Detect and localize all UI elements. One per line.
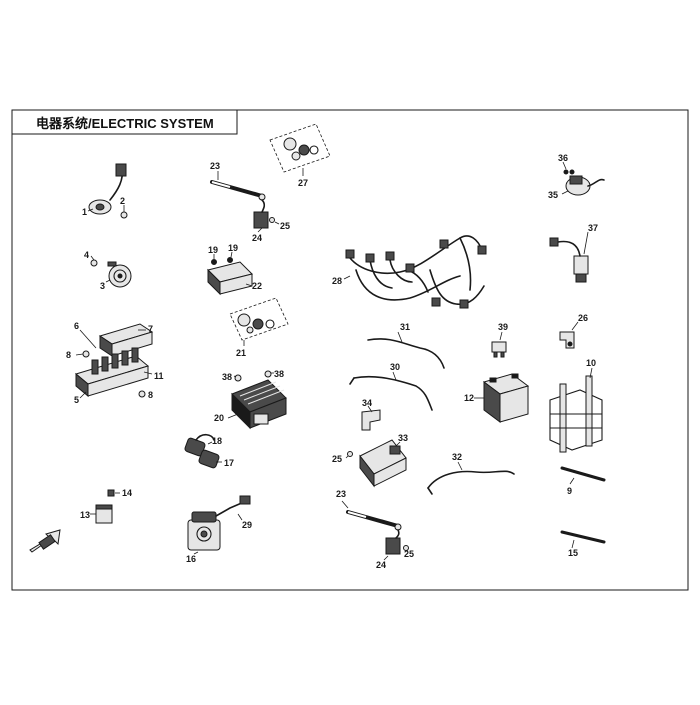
callout-8a: 8 <box>66 350 71 360</box>
part-battery-holder <box>549 367 603 453</box>
callout-labels: 1 2 3 4 5 6 7 8 8 9 10 11 12 13 14 15 16… <box>66 153 598 570</box>
part-wiring-harness <box>343 235 487 309</box>
part-relay <box>90 489 120 524</box>
callout-20: 20 <box>214 413 224 423</box>
part-sensor-rod-lower <box>341 500 409 561</box>
callout-18: 18 <box>212 436 222 446</box>
callout-5: 5 <box>74 395 79 405</box>
callout-39: 39 <box>498 322 508 332</box>
callout-13: 13 <box>80 510 90 520</box>
part-bracket-26 <box>559 321 579 349</box>
part-connectors <box>184 433 222 469</box>
callout-17: 17 <box>224 458 234 468</box>
part-sensor-rod-upper <box>210 171 280 233</box>
callout-7: 7 <box>148 324 153 334</box>
title-box <box>11 109 238 135</box>
part-fuse-39 <box>491 331 507 358</box>
callout-28: 28 <box>332 276 342 286</box>
callout-26: 26 <box>578 313 588 323</box>
part-battery <box>474 373 530 423</box>
callout-11: 11 <box>154 371 164 381</box>
callout-31: 31 <box>400 322 410 332</box>
callout-2: 2 <box>120 196 125 206</box>
callout-37: 37 <box>588 223 598 233</box>
callout-38a: 38 <box>222 372 232 382</box>
callout-10: 10 <box>586 358 596 368</box>
callout-23a: 23 <box>210 161 220 171</box>
callout-19b: 19 <box>228 243 238 253</box>
part-regulator <box>227 370 287 430</box>
callout-38b: 38 <box>274 369 284 379</box>
part-cable-30 <box>349 371 433 411</box>
callout-22: 22 <box>252 281 262 291</box>
callout-36: 36 <box>558 153 568 163</box>
bolt-icon <box>120 211 128 219</box>
front-arrow-icon <box>29 529 61 553</box>
part-sensor-1 <box>87 163 128 219</box>
callout-24a: 24 <box>252 233 262 243</box>
callout-25c: 25 <box>404 549 414 559</box>
part-control-module <box>345 439 407 488</box>
callout-12: 12 <box>464 393 474 403</box>
callout-25a: 25 <box>280 221 290 231</box>
callout-14: 14 <box>122 488 132 498</box>
part-strap-15 <box>560 530 606 549</box>
callout-34: 34 <box>362 398 372 408</box>
part-cable-32 <box>427 461 515 495</box>
callout-29: 29 <box>242 520 252 530</box>
callout-23b: 23 <box>336 489 346 499</box>
callout-4: 4 <box>84 250 89 260</box>
callout-1: 1 <box>82 207 87 217</box>
callout-19a: 19 <box>208 245 218 255</box>
callout-33: 33 <box>398 433 408 443</box>
callout-32: 32 <box>452 452 462 462</box>
callout-24b: 24 <box>376 560 386 570</box>
part-horn <box>90 255 132 288</box>
callout-16: 16 <box>186 554 196 564</box>
part-cable-31 <box>367 331 445 369</box>
callout-21: 21 <box>236 348 246 358</box>
part-kit-27 <box>269 123 331 176</box>
callout-9: 9 <box>567 486 572 496</box>
part-ecu-module <box>207 251 253 296</box>
callout-6: 6 <box>74 321 79 331</box>
callout-8b: 8 <box>148 390 153 400</box>
part-kit-21 <box>229 297 289 346</box>
part-bracket-34 <box>361 405 381 431</box>
callout-25b: 25 <box>332 454 342 464</box>
callout-35: 35 <box>548 190 558 200</box>
callout-15: 15 <box>568 548 578 558</box>
callout-3: 3 <box>100 281 105 291</box>
part-strap-9 <box>560 466 606 485</box>
callout-27: 27 <box>298 178 308 188</box>
part-fuse-box <box>74 323 154 399</box>
part-sensor-37 <box>549 231 589 283</box>
callout-30: 30 <box>390 362 400 372</box>
diagram-title: 电器系统/ELECTRIC SYSTEM <box>36 116 214 131</box>
part-sensor-35 <box>561 161 605 196</box>
part-ignition-coil <box>187 495 251 555</box>
